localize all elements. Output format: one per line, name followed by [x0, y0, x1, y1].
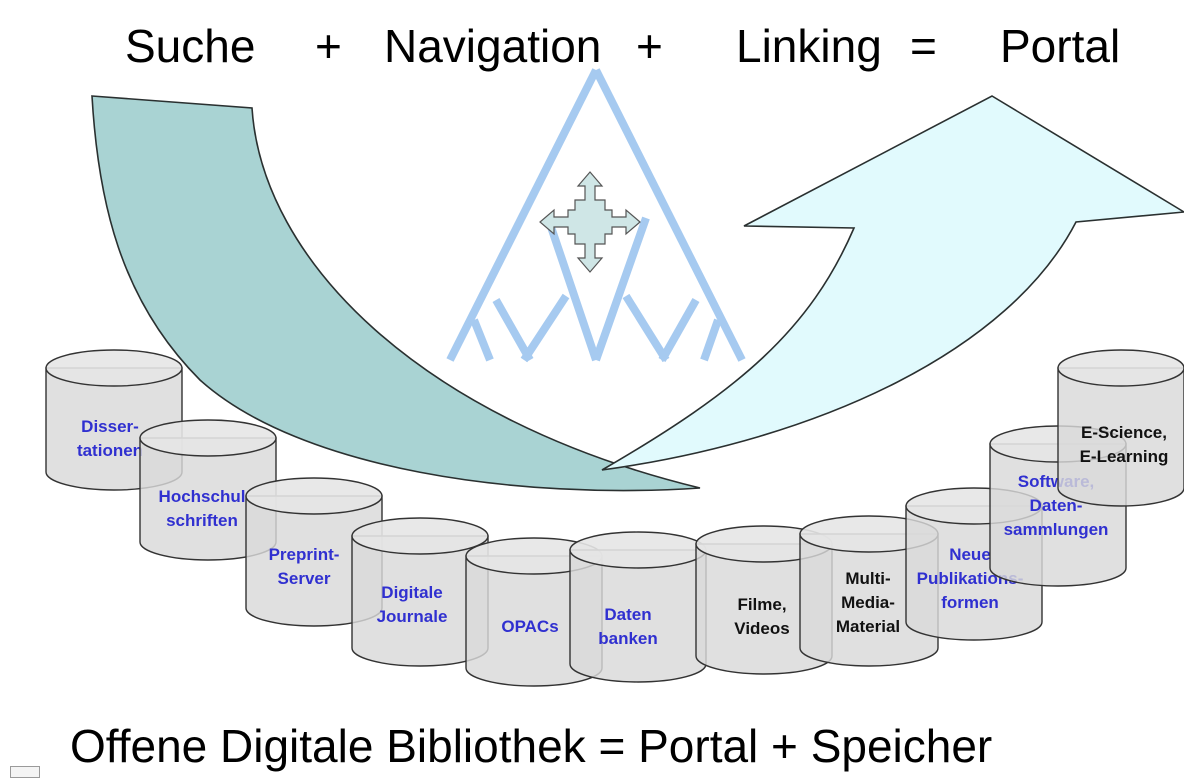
cylinder-top — [351, 517, 489, 555]
title-plus-1: + — [315, 20, 342, 72]
cylinder-datenbanken: Daten banken — [569, 531, 707, 683]
cylinder-opacs: OPACs — [465, 537, 603, 687]
cylinder-label: Neue — [949, 545, 991, 564]
footer-equation: Offene Digitale Bibliothek = Portal + Sp… — [70, 720, 992, 772]
cylinder-label: Media- — [841, 593, 895, 612]
cylinder-e-science: E-Science, E-Learning — [1057, 349, 1184, 507]
cylinder-label: Daten — [604, 605, 651, 624]
title-linking: Linking — [736, 20, 882, 72]
cylinder-label: Journale — [377, 607, 448, 626]
cylinder-label: Daten- — [1030, 496, 1083, 515]
cylinder-body — [1057, 367, 1184, 507]
cylinder-filme-videos: Filme, Videos — [695, 525, 833, 675]
title-plus-2: + — [636, 20, 663, 72]
cylinder-top — [45, 349, 183, 387]
cylinder-body — [799, 533, 939, 667]
cylinder-hochschulschriften: Hochschul schriften — [139, 419, 277, 561]
cylinder-preprint-server: Preprint- Server — [245, 477, 383, 627]
cylinder-label: formen — [941, 593, 999, 612]
cylinder-label: Videos — [734, 619, 789, 638]
cylinder-label: schriften — [166, 511, 238, 530]
right-curved-arrow — [601, 95, 1184, 471]
cylinder-top — [1057, 349, 1184, 387]
title-portal: Portal — [1000, 20, 1120, 72]
cylinder-label: Hochschul — [159, 487, 246, 506]
cylinder-body — [569, 549, 707, 683]
cylinder-label: Disser- — [81, 417, 139, 436]
cylinder-label: banken — [598, 629, 658, 648]
cylinder-label: Server — [278, 569, 331, 588]
cylinder-label: Preprint- — [269, 545, 340, 564]
left-curved-arrow — [91, 95, 701, 492]
cylinder-top — [245, 477, 383, 515]
cylinder-top — [569, 531, 707, 569]
cylinder-label: Multi- — [845, 569, 890, 588]
cylinder-label: OPACs — [501, 617, 558, 636]
cylinder-label: sammlungen — [1004, 520, 1109, 539]
navigation-tree — [446, 68, 746, 363]
cylinder-label: E-Science, — [1081, 423, 1167, 442]
four-way-move-icon — [539, 171, 641, 273]
cylinder-label: Filme, — [737, 595, 786, 614]
cylinder-label: E-Learning — [1080, 447, 1169, 466]
back-cylinders: Disser-tationenHochschulschriftenPreprin… — [45, 349, 383, 627]
title-search: Suche — [125, 20, 255, 72]
cylinder-top — [139, 419, 277, 457]
title-navigation: Navigation — [384, 20, 601, 72]
cylinder-multimedia: Multi- Media- Material — [799, 515, 939, 667]
cylinder-label: Material — [836, 617, 900, 636]
cylinder-label: tationen — [77, 441, 143, 460]
cylinder-label: Digitale — [381, 583, 442, 602]
title-equals: = — [910, 20, 937, 72]
corner-thumbnail-icon — [10, 766, 40, 778]
